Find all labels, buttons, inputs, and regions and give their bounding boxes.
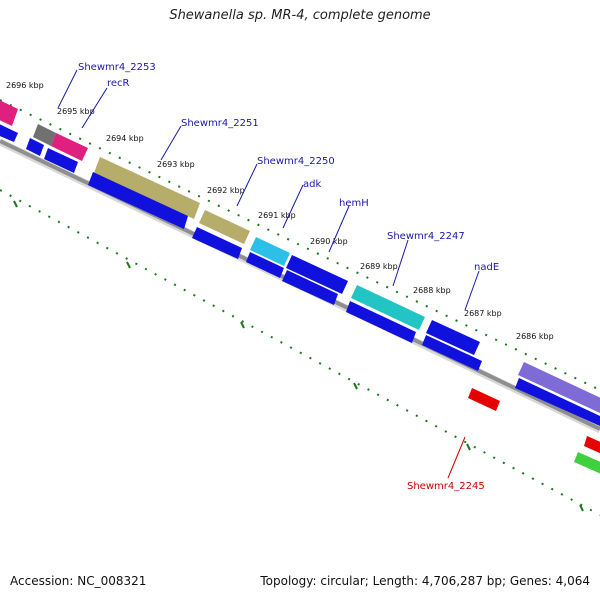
gene-blue-r3[interactable] <box>44 148 78 173</box>
gene-olive-2[interactable] <box>199 210 250 244</box>
topology-text: Topology: circular; Length: 4,706,287 bp… <box>260 574 590 588</box>
inner-major-ticks <box>13 200 584 512</box>
gene-olive-1[interactable] <box>94 157 200 219</box>
gene-lavender[interactable] <box>518 362 600 413</box>
kbp-label: 2687 kbp <box>464 309 502 318</box>
gene-label: hemH <box>339 198 369 209</box>
label-leaders <box>57 69 480 311</box>
gene-label: Shewmr4_2245 <box>407 481 485 492</box>
kbp-label: 2686 kbp <box>516 332 554 341</box>
gene-adk[interactable] <box>250 237 290 266</box>
gene-label: Shewmr4_2250 <box>257 156 335 167</box>
gene-blue-r6[interactable] <box>246 252 284 278</box>
gene-Shewmr4_2245[interactable] <box>468 388 500 411</box>
outer-tick-track <box>0 99 600 391</box>
gene-green[interactable] <box>574 452 600 474</box>
gene-magenta-1[interactable] <box>0 98 18 126</box>
gene-blue-r4[interactable] <box>88 172 188 229</box>
kbp-label: 2695 kbp <box>57 107 95 116</box>
gene-label: Shewmr4_2247 <box>387 231 465 242</box>
gene-label: recR <box>107 78 130 89</box>
kbp-label: 2692 kbp <box>207 186 245 195</box>
gene-Shewmr4_2247[interactable] <box>351 285 425 330</box>
gene-blue-r5[interactable] <box>192 227 242 259</box>
gene-blue-r10[interactable] <box>515 378 600 426</box>
kbp-label: 2696 kbp <box>6 81 44 90</box>
gene-label: Shewmr4_2253 <box>78 62 156 73</box>
gene-hemH[interactable] <box>286 255 348 294</box>
gene-magenta-2[interactable] <box>51 133 88 161</box>
kbp-labels: 2696 kbp 2695 kbp 2694 kbp 2693 kbp 2692… <box>6 81 554 341</box>
gene-label: Shewmr4_2251 <box>181 118 259 129</box>
gene-label: nadE <box>474 262 499 273</box>
gene-nadE[interactable] <box>426 320 480 355</box>
accession-text: Accession: NC_008321 <box>10 574 147 588</box>
gene-gray[interactable] <box>33 124 56 146</box>
kbp-label: 2690 kbp <box>310 237 348 246</box>
gene-blue-r8[interactable] <box>346 301 416 343</box>
gene-blue-r2[interactable] <box>26 138 44 156</box>
gene-label: adk <box>303 179 321 190</box>
kbp-label: 2688 kbp <box>413 286 451 295</box>
gene-blue-r1[interactable] <box>0 122 18 142</box>
inner-tick-track <box>0 189 600 516</box>
map-title: Shewanella sp. MR-4, complete genome <box>169 8 431 23</box>
label-leader-red <box>447 436 466 479</box>
gene-labels: Shewmr4_2253 recR Shewmr4_2251 Shewmr4_2… <box>78 62 499 492</box>
gene-blue-r9[interactable] <box>422 335 482 371</box>
kbp-label: 2693 kbp <box>157 160 195 169</box>
kbp-label: 2689 kbp <box>360 262 398 271</box>
gene-red-2[interactable] <box>584 436 600 454</box>
gene-blue-r7[interactable] <box>282 270 338 305</box>
kbp-label: 2694 kbp <box>106 134 144 143</box>
kbp-label: 2691 kbp <box>258 211 296 220</box>
